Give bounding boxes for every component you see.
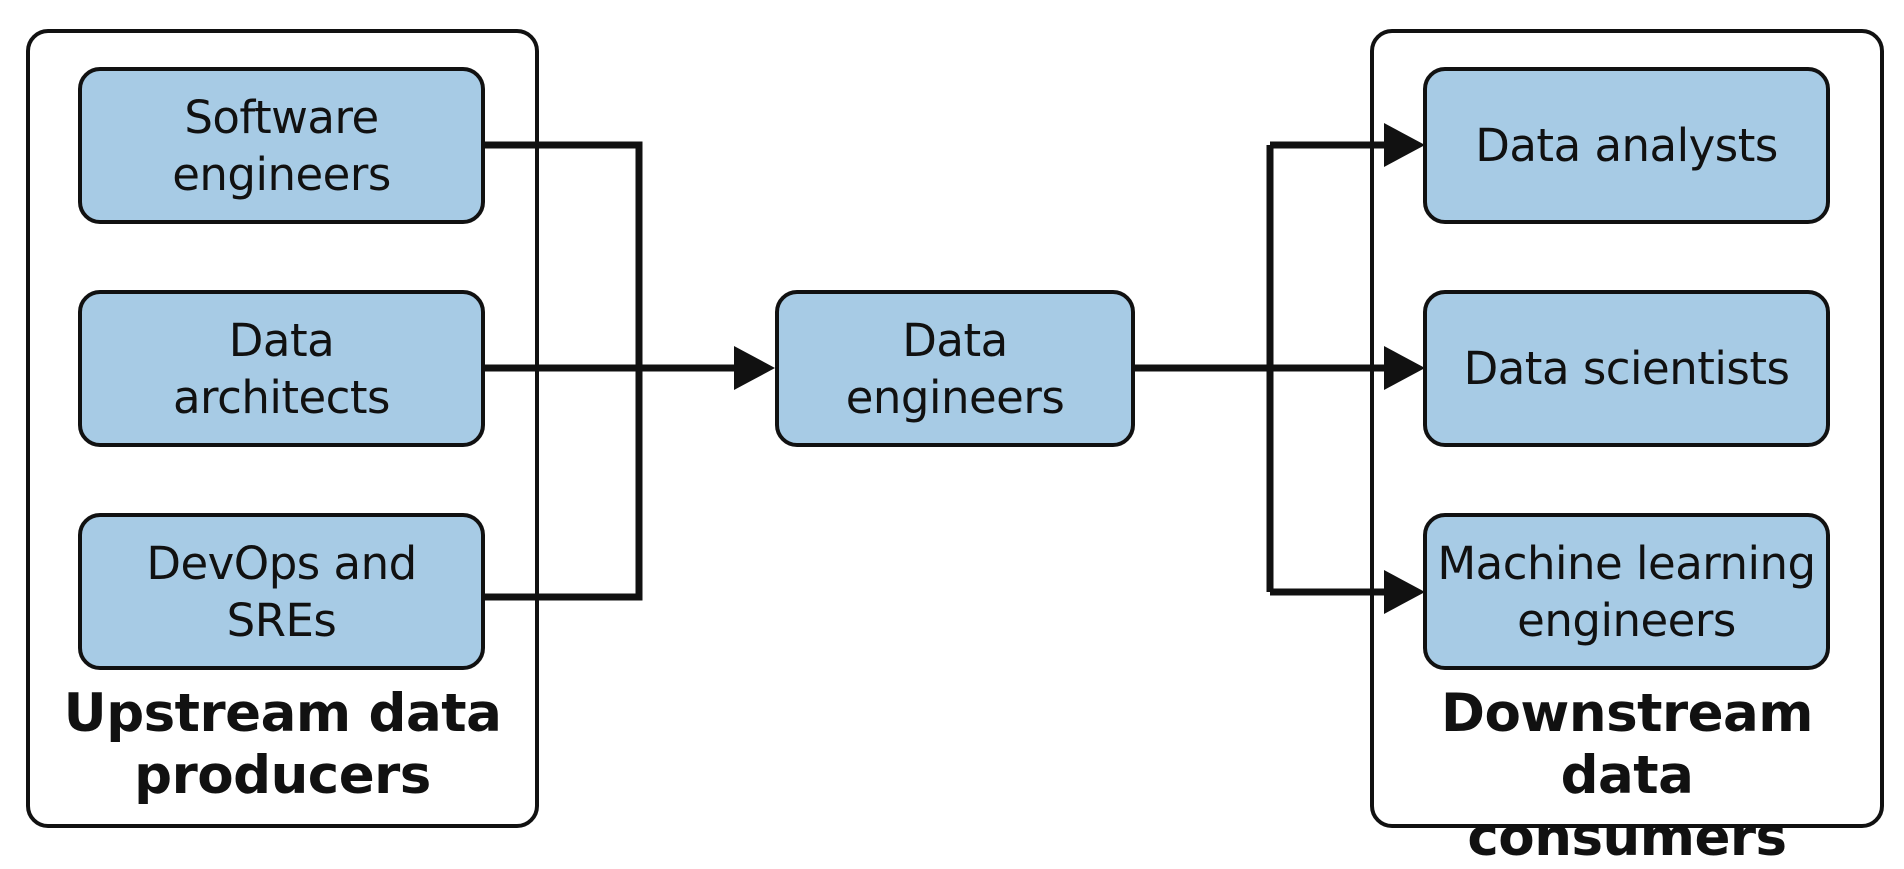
role-label: DevOps and SREs bbox=[146, 536, 417, 647]
role-label: Data engineers bbox=[845, 313, 1065, 424]
role-data-engineers: Data engineers bbox=[775, 290, 1135, 447]
arrowhead-to-data-engineers bbox=[734, 346, 775, 390]
role-label: Data analysts bbox=[1475, 119, 1778, 172]
arrowhead-to-data-analysts bbox=[1384, 123, 1425, 167]
role-data-analysts: Data analysts bbox=[1423, 67, 1830, 224]
role-label: Software engineers bbox=[172, 90, 391, 201]
downstream-group-label: Downstream data consumers bbox=[1440, 683, 1814, 868]
arrowhead-to-ml-engineers bbox=[1384, 570, 1425, 614]
connector-software-engineers bbox=[483, 141, 643, 368]
role-label: Machine learning engineers bbox=[1437, 536, 1816, 647]
arrowhead-to-data-scientists bbox=[1384, 346, 1425, 390]
upstream-group-label: Upstream data producers bbox=[63, 683, 502, 806]
connector-devops-sres bbox=[483, 368, 643, 601]
role-label: Data architects bbox=[172, 313, 391, 424]
role-devops-sres: DevOps and SREs bbox=[78, 513, 485, 670]
data-engineering-stakeholders-diagram: Software engineers Data architects DevOp… bbox=[26, 29, 1884, 868]
role-label: Data scientists bbox=[1463, 342, 1790, 395]
role-data-architects: Data architects bbox=[78, 290, 485, 447]
role-software-engineers: Software engineers bbox=[78, 67, 485, 224]
connector-lines bbox=[483, 123, 1425, 614]
role-data-scientists: Data scientists bbox=[1423, 290, 1830, 447]
role-machine-learning-engineers: Machine learning engineers bbox=[1423, 513, 1830, 670]
